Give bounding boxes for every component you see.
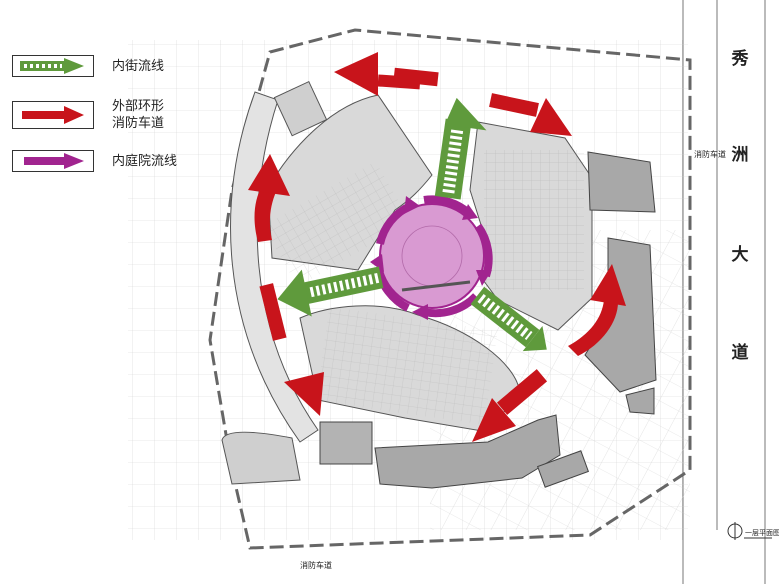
legend-item-fire-lane: 外部环形 消防车道 bbox=[12, 98, 164, 132]
legend-item-internal-street: 内街流线 bbox=[12, 55, 164, 77]
east-road-lines bbox=[682, 0, 766, 584]
plan-title: 一层平面图 bbox=[745, 529, 779, 537]
small-block-north bbox=[273, 80, 328, 137]
courtyard-flow-arrowheads bbox=[370, 196, 492, 320]
legend-label-fire-lane: 外部环形 消防车道 bbox=[112, 98, 164, 132]
building-east-lower bbox=[625, 387, 655, 415]
internal-street-arrow-west bbox=[277, 266, 384, 317]
legend-item-courtyard: 内庭院流线 bbox=[12, 150, 177, 172]
fire-lane-label-east: 消防车道 bbox=[694, 150, 726, 159]
fire-lane-label-south: 消防车道 bbox=[300, 561, 332, 570]
internal-street-arrow-north bbox=[434, 97, 487, 200]
road-name-char-1: 秀 bbox=[731, 49, 749, 69]
building-southeast-crescent bbox=[374, 414, 561, 489]
small-block-southeast bbox=[536, 450, 590, 488]
road-name-char-4: 道 bbox=[731, 343, 749, 363]
building-northeast-grid bbox=[484, 150, 584, 290]
fire-lane-arrow-north-east bbox=[489, 93, 572, 136]
fire-lane-arrow-east bbox=[568, 264, 626, 356]
small-block-south bbox=[319, 421, 373, 465]
legend-label-internal-street: 内街流线 bbox=[112, 58, 165, 74]
legend-swatch-internal-street bbox=[12, 55, 94, 77]
legend-label-courtyard: 内庭院流线 bbox=[112, 153, 178, 169]
fire-lane-arrowhead-southwest bbox=[284, 372, 324, 416]
fire-lane-dash-west bbox=[259, 283, 287, 341]
internal-street-arrows bbox=[277, 97, 547, 352]
road-name-char-3: 大 bbox=[731, 245, 749, 265]
plan-title-mark bbox=[727, 522, 772, 540]
fire-lane-dash-north bbox=[393, 67, 439, 87]
fire-lane-arrows bbox=[248, 52, 626, 442]
legend-label-fire-lane-line1: 外部环形 bbox=[112, 99, 165, 114]
fire-lane-arrow-west bbox=[248, 154, 290, 242]
legend-swatch-courtyard bbox=[12, 150, 94, 172]
road-name-char-2: 洲 bbox=[731, 145, 749, 165]
purple-arrow-icon bbox=[24, 153, 84, 169]
building-south-grid bbox=[316, 306, 498, 425]
green-dashed-arrow-icon bbox=[20, 58, 84, 74]
southwest-pavilion bbox=[221, 431, 301, 485]
legend-label-fire-lane-line2: 消防车道 bbox=[112, 116, 165, 131]
building-east-upper bbox=[587, 151, 656, 213]
building-northwest-grid bbox=[262, 161, 411, 287]
legend-swatch-fire-lane bbox=[12, 101, 94, 129]
site-boundary bbox=[208, 28, 692, 550]
internal-street-arrow-southeast bbox=[470, 286, 547, 352]
fire-lane-arrow-south bbox=[472, 369, 548, 442]
central-courtyard bbox=[379, 203, 485, 309]
red-arrow-icon bbox=[22, 106, 84, 124]
